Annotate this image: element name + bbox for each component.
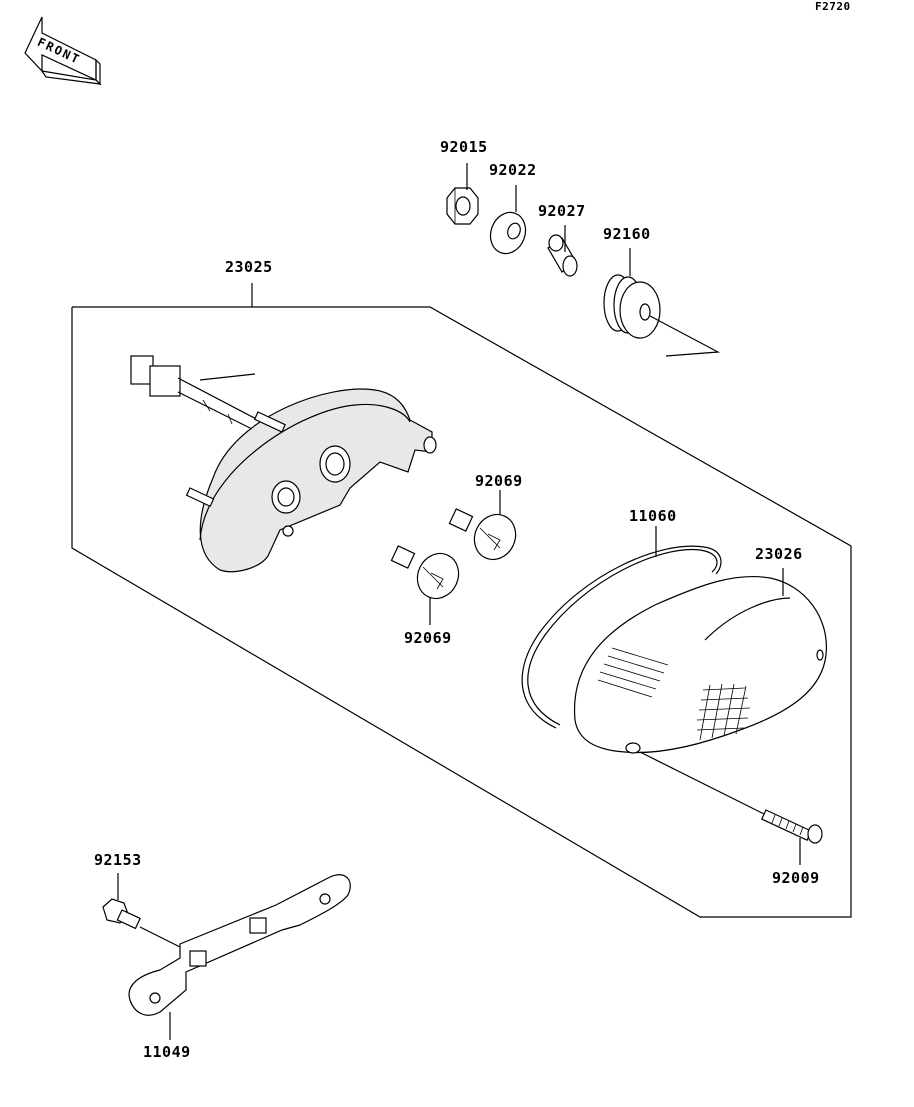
part-label-92015[interactable]: 92015 (440, 138, 488, 156)
part-label-92069-lower[interactable]: 92069 (404, 629, 452, 647)
front-arrow-icon (24, 16, 102, 86)
lens-23026 (573, 568, 827, 816)
part-label-23026[interactable]: 23026 (755, 545, 803, 563)
gasket-11060 (521, 526, 722, 729)
grommet-92160 (603, 248, 721, 357)
washer-92022 (489, 185, 527, 255)
bracket-11049 (128, 874, 351, 1040)
part-label-11060[interactable]: 11060 (629, 507, 677, 525)
part-label-92069-upper[interactable]: 92069 (475, 472, 523, 490)
nut-92015 (446, 163, 479, 225)
bulb-92069-upper (448, 490, 517, 561)
part-label-92160[interactable]: 92160 (603, 225, 651, 243)
part-label-92022[interactable]: 92022 (489, 161, 537, 179)
part-label-92153[interactable]: 92153 (94, 851, 142, 869)
assembly-boundary (71, 306, 852, 918)
part-label-11049[interactable]: 11049 (143, 1043, 191, 1061)
part-label-23025[interactable]: 23025 (225, 258, 273, 276)
screw-92009 (760, 809, 823, 865)
collar-92027 (547, 225, 578, 277)
tail-lamp-housing-23025 (130, 355, 437, 573)
part-label-92009[interactable]: 92009 (772, 869, 820, 887)
bulb-92069-lower (390, 545, 460, 625)
bolt-92153 (102, 873, 181, 948)
part-label-92027[interactable]: 92027 (538, 202, 586, 220)
figure-code: F2720 (815, 0, 851, 13)
